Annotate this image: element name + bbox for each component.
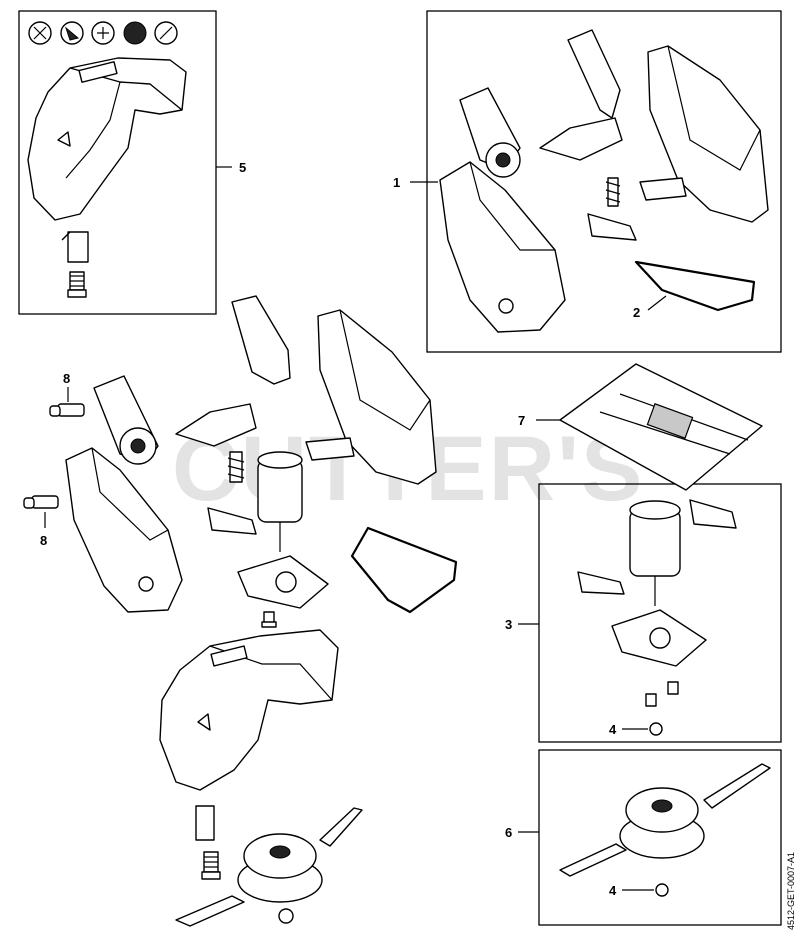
drawing-code: 4512-GET-0007-A1 bbox=[786, 852, 796, 930]
lower-deflector-and-spool bbox=[159, 629, 363, 927]
kit-box-3 bbox=[538, 483, 782, 743]
motor-kit bbox=[577, 499, 737, 736]
kit-box-6 bbox=[538, 749, 782, 926]
callout-6: 6 bbox=[505, 825, 512, 840]
housing-kit bbox=[439, 29, 769, 333]
kit-box-5 bbox=[18, 10, 217, 315]
callout-1: 1 bbox=[393, 175, 400, 190]
exploded-assembly bbox=[23, 295, 458, 628]
callout-5: 5 bbox=[239, 160, 246, 175]
callout-3: 3 bbox=[505, 617, 512, 632]
callout-8-upper: 8 bbox=[63, 371, 70, 386]
callout-2: 2 bbox=[633, 305, 640, 320]
callout-4-lower: 4 bbox=[609, 883, 617, 898]
spool-kit bbox=[559, 763, 771, 897]
symbol-row bbox=[28, 21, 178, 45]
callout-7: 7 bbox=[518, 413, 525, 428]
callout-4-upper: 4 bbox=[609, 722, 617, 737]
deflector-guard-kit bbox=[27, 57, 187, 298]
callout-8-lower: 8 bbox=[40, 533, 47, 548]
blade-pack bbox=[559, 363, 763, 491]
symbol-icon-4 bbox=[123, 21, 147, 45]
